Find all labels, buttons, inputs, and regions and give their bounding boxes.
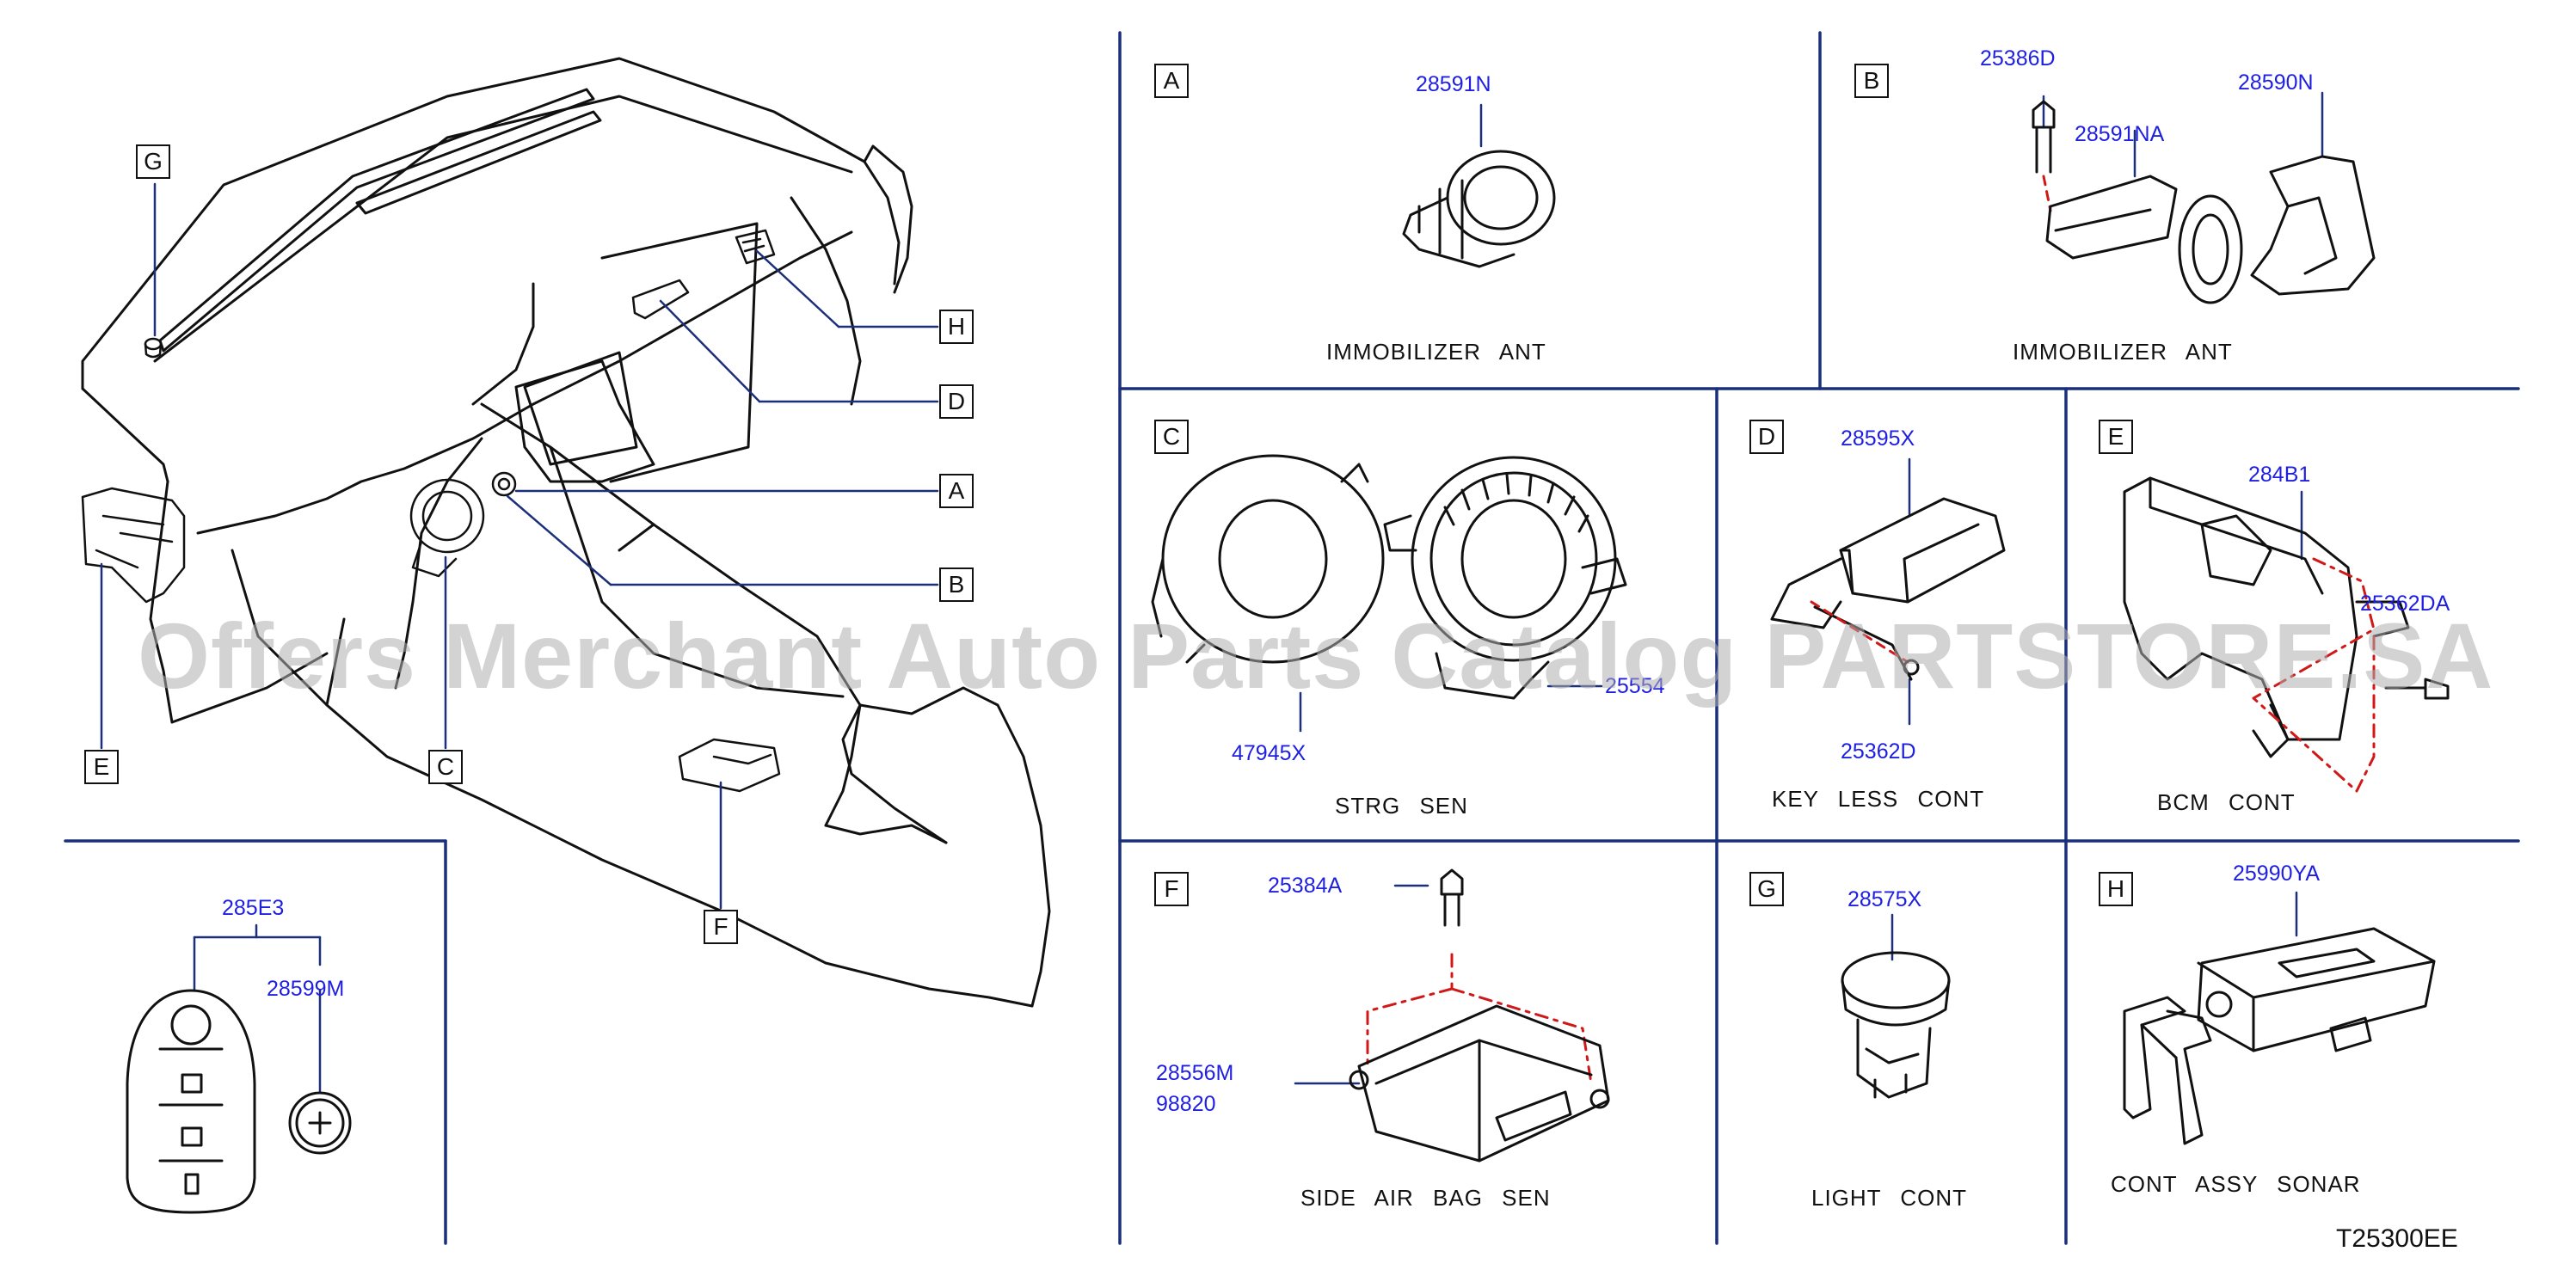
dashboard-parts	[81, 229, 781, 793]
panel-c-caption: STRG SEN	[1335, 793, 1468, 819]
panel-a-caption: IMMOBILIZER ANT	[1326, 339, 1546, 365]
panel-g-caption: LIGHT CONT	[1811, 1185, 1967, 1211]
panel-e-part-2: 25362DA	[2360, 592, 2450, 616]
key-fob-drawing	[126, 923, 352, 1214]
callout-d: D	[939, 384, 974, 419]
panel-c-drawing	[1151, 454, 1627, 733]
panel-a-drawing	[1402, 103, 1556, 268]
panel-e-drawing	[2123, 476, 2450, 793]
panel-b-part-2: 28591NA	[2075, 122, 2165, 146]
dashboard-drawing	[81, 57, 1051, 1008]
panel-d-part-1: 28595X	[1841, 426, 1915, 451]
callout-g: G	[136, 144, 170, 179]
panel-h-drawing	[2123, 891, 2436, 1145]
panel-f-part-1: 25384A	[1268, 874, 1343, 898]
callout-leaders	[100, 182, 939, 910]
panel-g-part-1: 28575X	[1847, 887, 1922, 911]
panel-d-drawing	[1770, 457, 2006, 726]
panel-b-letter: B	[1854, 64, 1889, 98]
callout-e: E	[84, 750, 119, 784]
panel-f-letter: F	[1154, 872, 1189, 906]
panel-g-drawing	[1841, 913, 1951, 1099]
panel-f-part-2: 28556M	[1156, 1061, 1234, 1085]
key-fob-part-number: 285E3	[222, 896, 285, 920]
panel-b-part-1: 25386D	[1980, 46, 2056, 71]
panel-b-drawing	[2032, 91, 2376, 304]
panel-a-letter: A	[1154, 64, 1189, 98]
battery-part-number: 28599M	[267, 977, 345, 1001]
callout-b: B	[939, 567, 974, 602]
panel-e-letter: E	[2099, 420, 2133, 454]
panel-f-part-3: 98820	[1156, 1092, 1216, 1116]
panel-d-caption: KEY LESS CONT	[1772, 786, 1985, 812]
panel-b-part-3: 28590N	[2238, 71, 2314, 95]
panel-h-caption: CONT ASSY SONAR	[2111, 1171, 2361, 1197]
drawing-code: T25300EE	[2336, 1224, 2458, 1253]
panel-d-part-2: 25362D	[1841, 739, 1916, 764]
panel-e-part-1: 284B1	[2248, 463, 2311, 487]
panel-b-caption: IMMOBILIZER ANT	[2013, 339, 2233, 365]
watermark-text: Offers Merchant Auto Parts Catalog PARTS…	[138, 604, 2494, 708]
panel-h-part-1: 25990YA	[2233, 862, 2321, 886]
panel-grid	[64, 31, 2520, 1245]
panel-a-part-1: 28591N	[1416, 72, 1491, 96]
panel-d-letter: D	[1749, 420, 1784, 454]
panel-c-part-1: 47945X	[1232, 741, 1306, 765]
panel-c-part-2: 25554	[1605, 674, 1665, 698]
callout-h: H	[939, 310, 974, 344]
panel-g-letter: G	[1749, 872, 1784, 906]
panel-f-caption: SIDE AIR BAG SEN	[1300, 1185, 1551, 1211]
callout-a: A	[939, 474, 974, 508]
callout-c: C	[428, 750, 463, 784]
panel-h-letter: H	[2099, 872, 2133, 906]
panel-c-letter: C	[1154, 420, 1189, 454]
panel-f-drawing	[1294, 868, 1610, 1163]
callout-f: F	[704, 910, 738, 944]
panel-e-caption: BCM CONT	[2157, 789, 2296, 815]
